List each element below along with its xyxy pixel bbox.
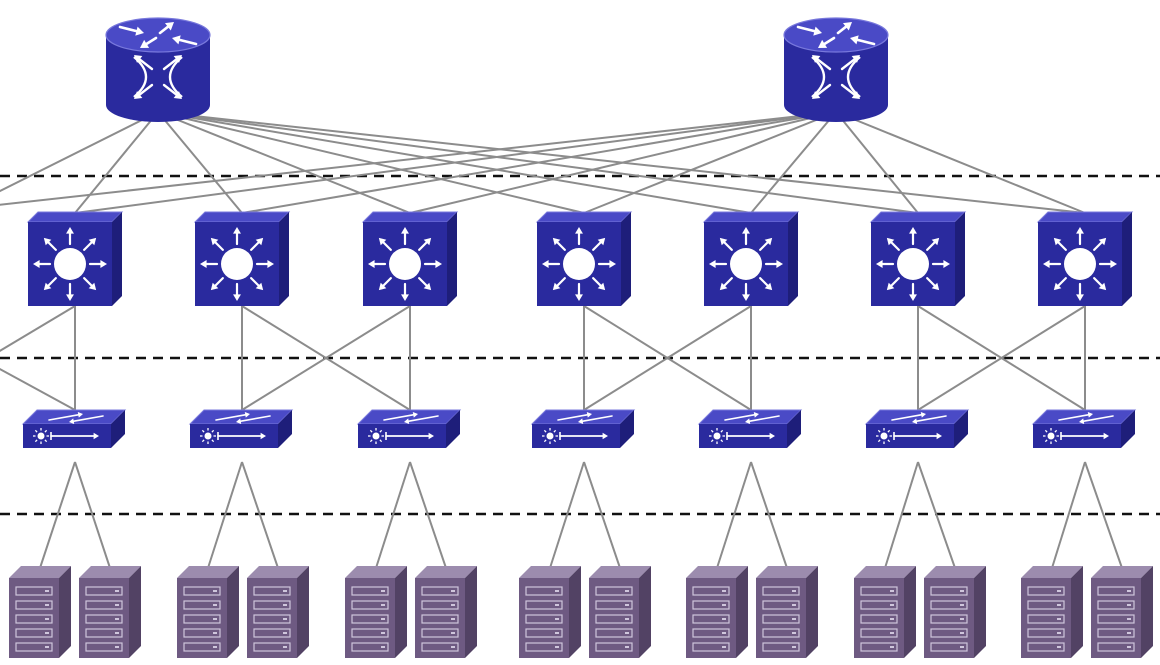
workgroup-switch-icon [530, 409, 636, 448]
link-s2-h3 [207, 461, 243, 569]
link-s7-h13 [1051, 461, 1086, 569]
link-s4-h8 [583, 461, 621, 569]
network-devices [9, 17, 1153, 658]
server-icon [177, 566, 239, 658]
workgroup-switch-icon [21, 409, 127, 448]
link-s6-h11 [884, 461, 919, 569]
link-offscreen-s1 [0, 367, 76, 411]
server-icon [756, 566, 818, 658]
server-icon [79, 566, 141, 658]
server-icon [345, 566, 407, 658]
link-r1-a2 [157, 111, 243, 214]
multilayer-switch-icon [361, 211, 459, 306]
link-s5-h9 [716, 461, 752, 569]
server-icon [924, 566, 986, 658]
server-icon [854, 566, 916, 658]
link-s1-h2 [74, 461, 111, 569]
workgroup-switch-icon [697, 409, 803, 448]
link-a1-offscreen [0, 305, 76, 352]
link-r1-offscreen [0, 111, 159, 193]
workgroup-switch-icon [864, 409, 970, 448]
link-s3-h5 [375, 461, 411, 569]
link-r1-a3 [157, 111, 411, 214]
server-icon [247, 566, 309, 658]
link-r2-offscreen [0, 111, 837, 206]
tier-dividers [0, 174, 1160, 516]
link-r2-a4 [583, 111, 837, 214]
link-r1-a1 [74, 111, 159, 214]
link-r1-a4 [157, 111, 585, 214]
router-icon [783, 17, 889, 122]
server-icon [9, 566, 71, 658]
multilayer-switch-icon [193, 211, 291, 306]
router-icon [105, 17, 211, 122]
server-icon [589, 566, 651, 658]
multilayer-switch-icon [869, 211, 967, 306]
server-icon [1021, 566, 1083, 658]
multilayer-switch-icon [1036, 211, 1134, 306]
link-r2-a7 [835, 111, 1086, 214]
server-icon [519, 566, 581, 658]
workgroup-switch-icon [1031, 409, 1137, 448]
link-a5-s4 [583, 305, 752, 411]
workgroup-switch-icon [188, 409, 294, 448]
link-a3-s2 [241, 305, 411, 411]
multilayer-switch-icon [702, 211, 800, 306]
link-s6-h12 [917, 461, 956, 569]
link-s4-h7 [549, 461, 585, 569]
link-s5-h10 [750, 461, 788, 569]
link-r2-a6 [835, 111, 919, 214]
link-s7-h14 [1084, 461, 1123, 569]
multilayer-switch-icon [26, 211, 124, 306]
link-s2-h4 [241, 461, 279, 569]
workgroup-switch-icon [356, 409, 462, 448]
server-icon [415, 566, 477, 658]
link-s1-h1 [39, 461, 76, 569]
link-r2-a5 [750, 111, 837, 214]
link-a7-s6 [917, 305, 1086, 411]
network-links [0, 111, 1123, 569]
link-r2-a2 [241, 111, 837, 214]
multilayer-switch-icon [535, 211, 633, 306]
link-r2-a3 [409, 111, 837, 214]
server-icon [1091, 566, 1153, 658]
link-r2-a1 [74, 111, 837, 214]
link-s3-h6 [409, 461, 447, 569]
server-icon [686, 566, 748, 658]
